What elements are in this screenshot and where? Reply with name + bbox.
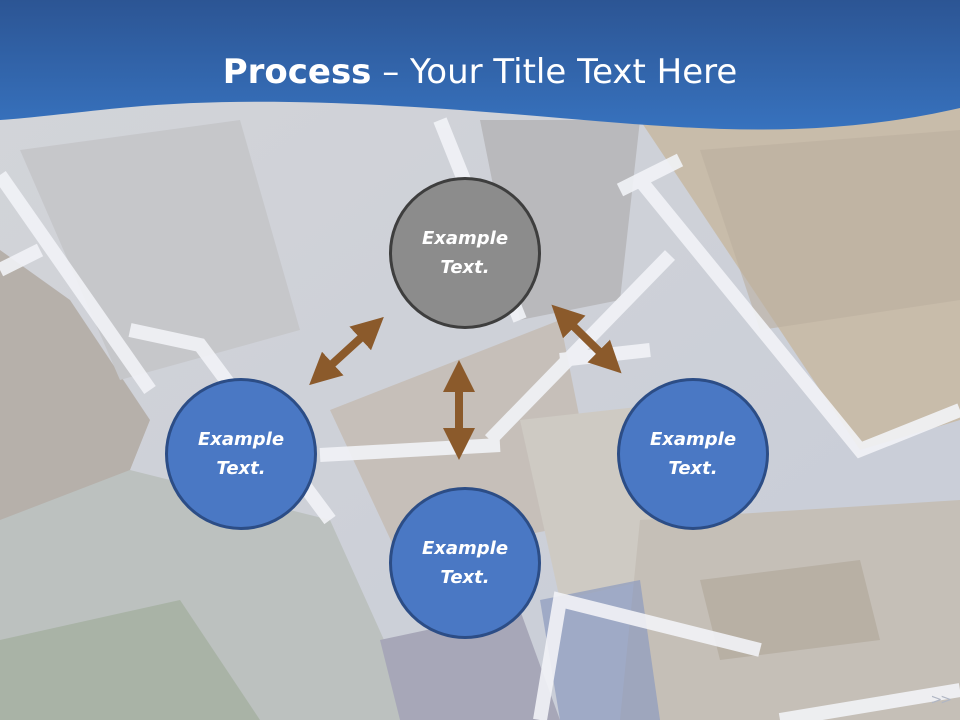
- node-left-label: Example Text.: [197, 429, 285, 479]
- title-bold: Process: [222, 52, 372, 92]
- node-top[interactable]: Example Text.: [389, 177, 541, 329]
- node-bottom[interactable]: Example Text.: [389, 487, 541, 639]
- node-right[interactable]: Example Text.: [617, 378, 769, 530]
- node-top-label: Example Text.: [421, 228, 509, 278]
- header-band: [0, 0, 960, 130]
- title-rest: – Your Title Text Here: [371, 52, 738, 92]
- slide-title: Process – Your Title Text Here: [0, 52, 960, 92]
- node-bottom-label: Example Text.: [421, 538, 509, 588]
- node-right-label: Example Text.: [649, 429, 737, 479]
- node-left[interactable]: Example Text.: [165, 378, 317, 530]
- next-slide-icon[interactable]: >>: [930, 692, 953, 708]
